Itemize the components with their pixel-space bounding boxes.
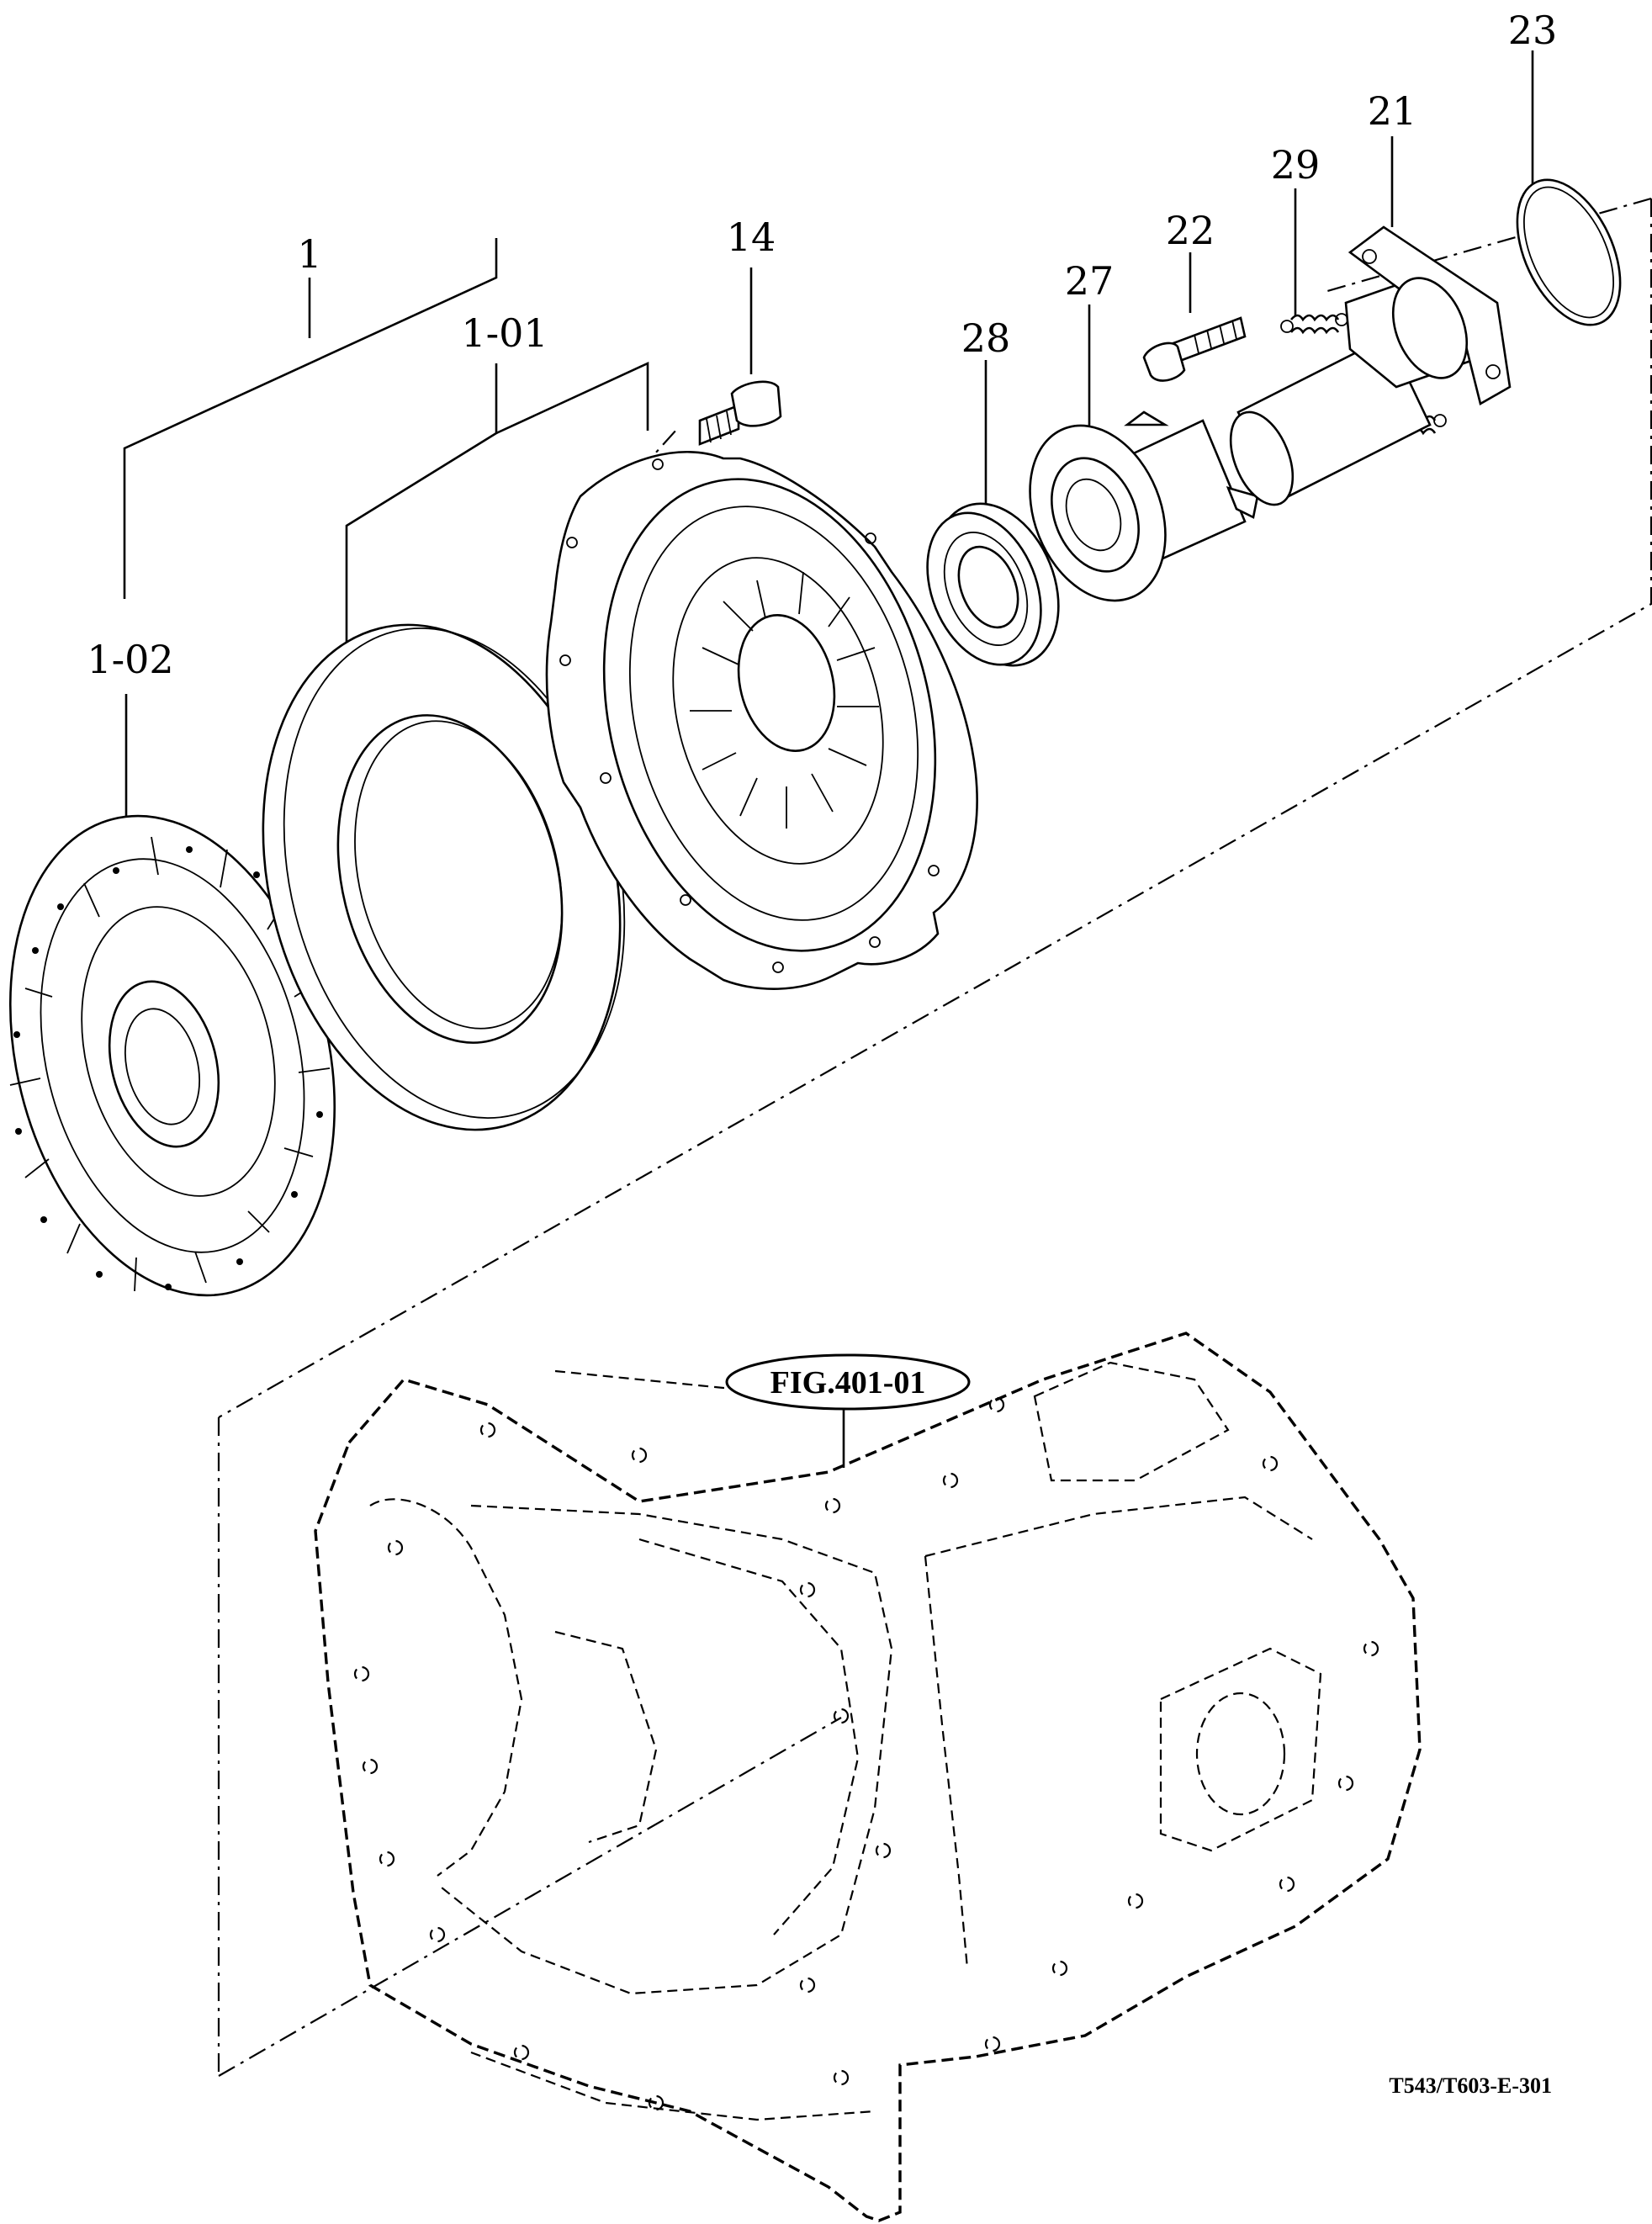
pressure-plate-ring-part-1-01: [262, 623, 626, 1131]
figure-reference-label: FIG.401-01: [770, 1365, 926, 1401]
bolt-part-22: [1142, 316, 1247, 382]
drawing-code: T543/T603-E-301: [1389, 2073, 1552, 2098]
release-bearing-part-28: [926, 502, 1060, 667]
release-guide-part-21: [1229, 225, 1512, 506]
transmission-housing: [314, 1332, 1422, 2222]
callout-29: 29: [1271, 142, 1321, 188]
clutch-cover-assembly-part-1: [545, 451, 978, 990]
leader-lines: [123, 50, 1549, 833]
callout-1-02: 1-02: [87, 637, 173, 682]
callout-labels: 1 1-01 1-02 14 28 27 22 29 21 23: [87, 8, 1557, 682]
callout-23: 23: [1508, 8, 1558, 53]
release-hub-part-27: [1029, 410, 1259, 602]
callout-1-01: 1-01: [461, 310, 548, 356]
figure-reference-badge: FIG.401-01: [725, 1353, 971, 1468]
callout-14: 14: [727, 214, 776, 260]
assembly-centerlines: [217, 197, 1652, 2077]
callout-22: 22: [1166, 208, 1215, 253]
callout-21: 21: [1368, 88, 1417, 134]
callout-1: 1: [297, 231, 321, 277]
bolt-part-14: [698, 380, 782, 446]
callout-27: 27: [1065, 258, 1115, 304]
clutch-disc-part-1-02: [8, 814, 336, 1297]
o-ring-part-23: [1516, 178, 1622, 326]
callout-28: 28: [961, 315, 1011, 361]
